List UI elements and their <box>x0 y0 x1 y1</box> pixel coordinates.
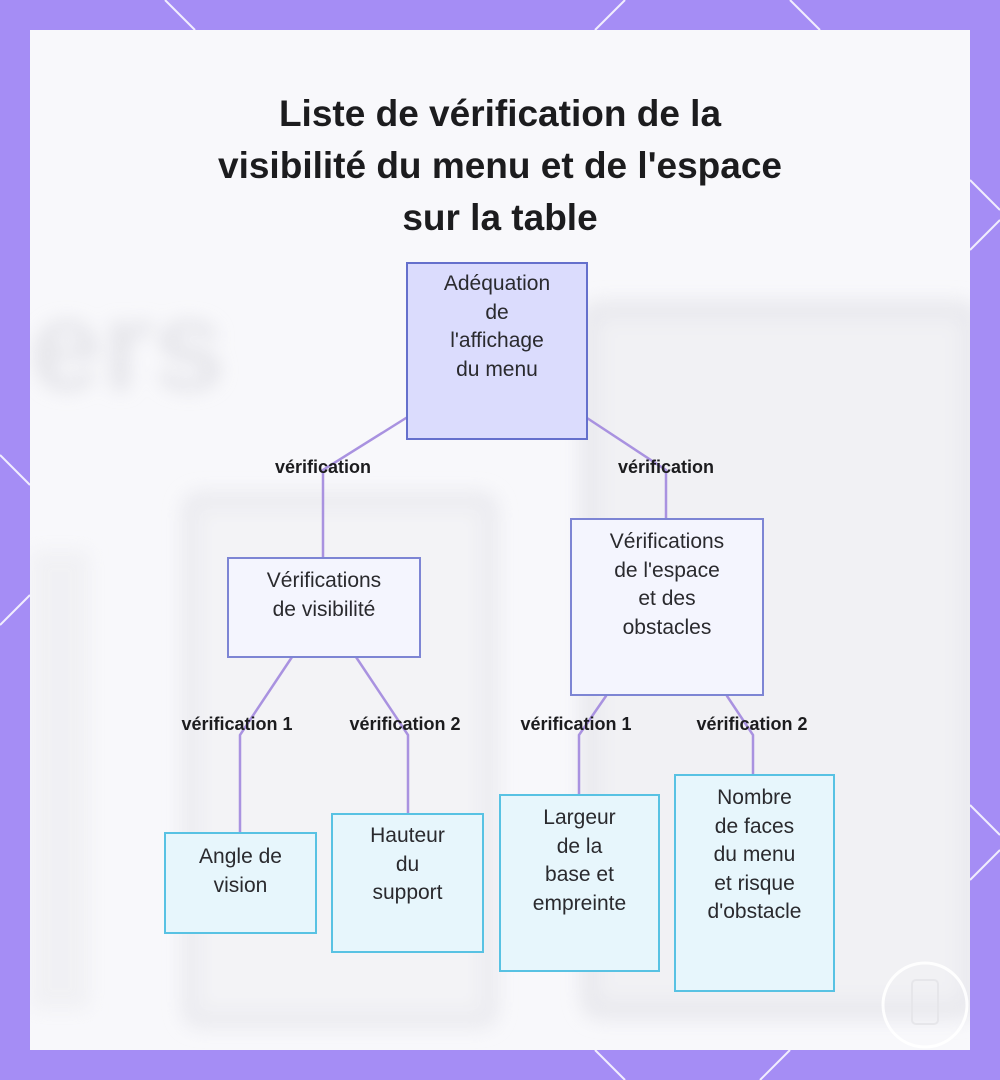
edge-visibility-angle <box>238 655 294 834</box>
phone-watermark-icon <box>881 961 969 1049</box>
diagram-card: ers Liste de vérification de la visibili… <box>30 30 970 1050</box>
node-menu-faces: Nombre de faces du menu et risque d'obst… <box>674 774 835 992</box>
node-menu-faces-label: Nombre de faces du menu et risque d'obst… <box>707 786 802 923</box>
title-line-2: visibilité du menu et de l'espace <box>218 145 782 186</box>
title-line-1: Liste de vérification de la <box>278 93 722 134</box>
edge-visibility-height <box>354 655 410 815</box>
node-base-width: Largeur de la base et empreinte <box>499 794 660 972</box>
node-display-adequacy: Adéquation de l'affichage du menu <box>406 262 588 440</box>
connector-lines <box>238 416 755 834</box>
node-visibility-checks: Vérifications de visibilité <box>227 557 421 658</box>
edge-root-visibility <box>321 416 408 559</box>
edge-space-faces <box>725 694 755 776</box>
edge-label-root-visibility: vérification <box>274 457 372 477</box>
title-line-3: sur la table <box>402 197 598 238</box>
edge-space-width <box>577 694 608 796</box>
node-stand-height: Hauteur du support <box>331 813 484 953</box>
edge-root-space <box>585 416 668 520</box>
edge-label-visibility-height: vérification 2 <box>349 714 461 734</box>
node-display-adequacy-label: Adéquation de l'affichage du menu <box>443 272 551 381</box>
node-base-width-label: Largeur de la base et empreinte <box>532 806 627 915</box>
edge-label-space-width: vérification 1 <box>520 714 632 734</box>
page-title: Liste de vérification de la visibilité d… <box>30 88 970 244</box>
node-viewing-angle-label: Angle de vision <box>199 845 282 897</box>
node-space-checks: Vérifications de l'espace et des obstacl… <box>570 518 764 696</box>
node-visibility-checks-label: Vérifications de visibilité <box>266 569 382 621</box>
edge-label-space-faces: vérification 2 <box>696 714 808 734</box>
background-watermark: ers <box>30 272 225 418</box>
edge-label-visibility-angle: vérification 1 <box>181 714 293 734</box>
node-stand-height-label: Hauteur du support <box>370 824 445 904</box>
node-space-checks-label: Vérifications de l'espace et des obstacl… <box>609 530 725 639</box>
node-viewing-angle: Angle de vision <box>164 832 317 934</box>
edge-label-root-space: vérification <box>617 457 715 477</box>
